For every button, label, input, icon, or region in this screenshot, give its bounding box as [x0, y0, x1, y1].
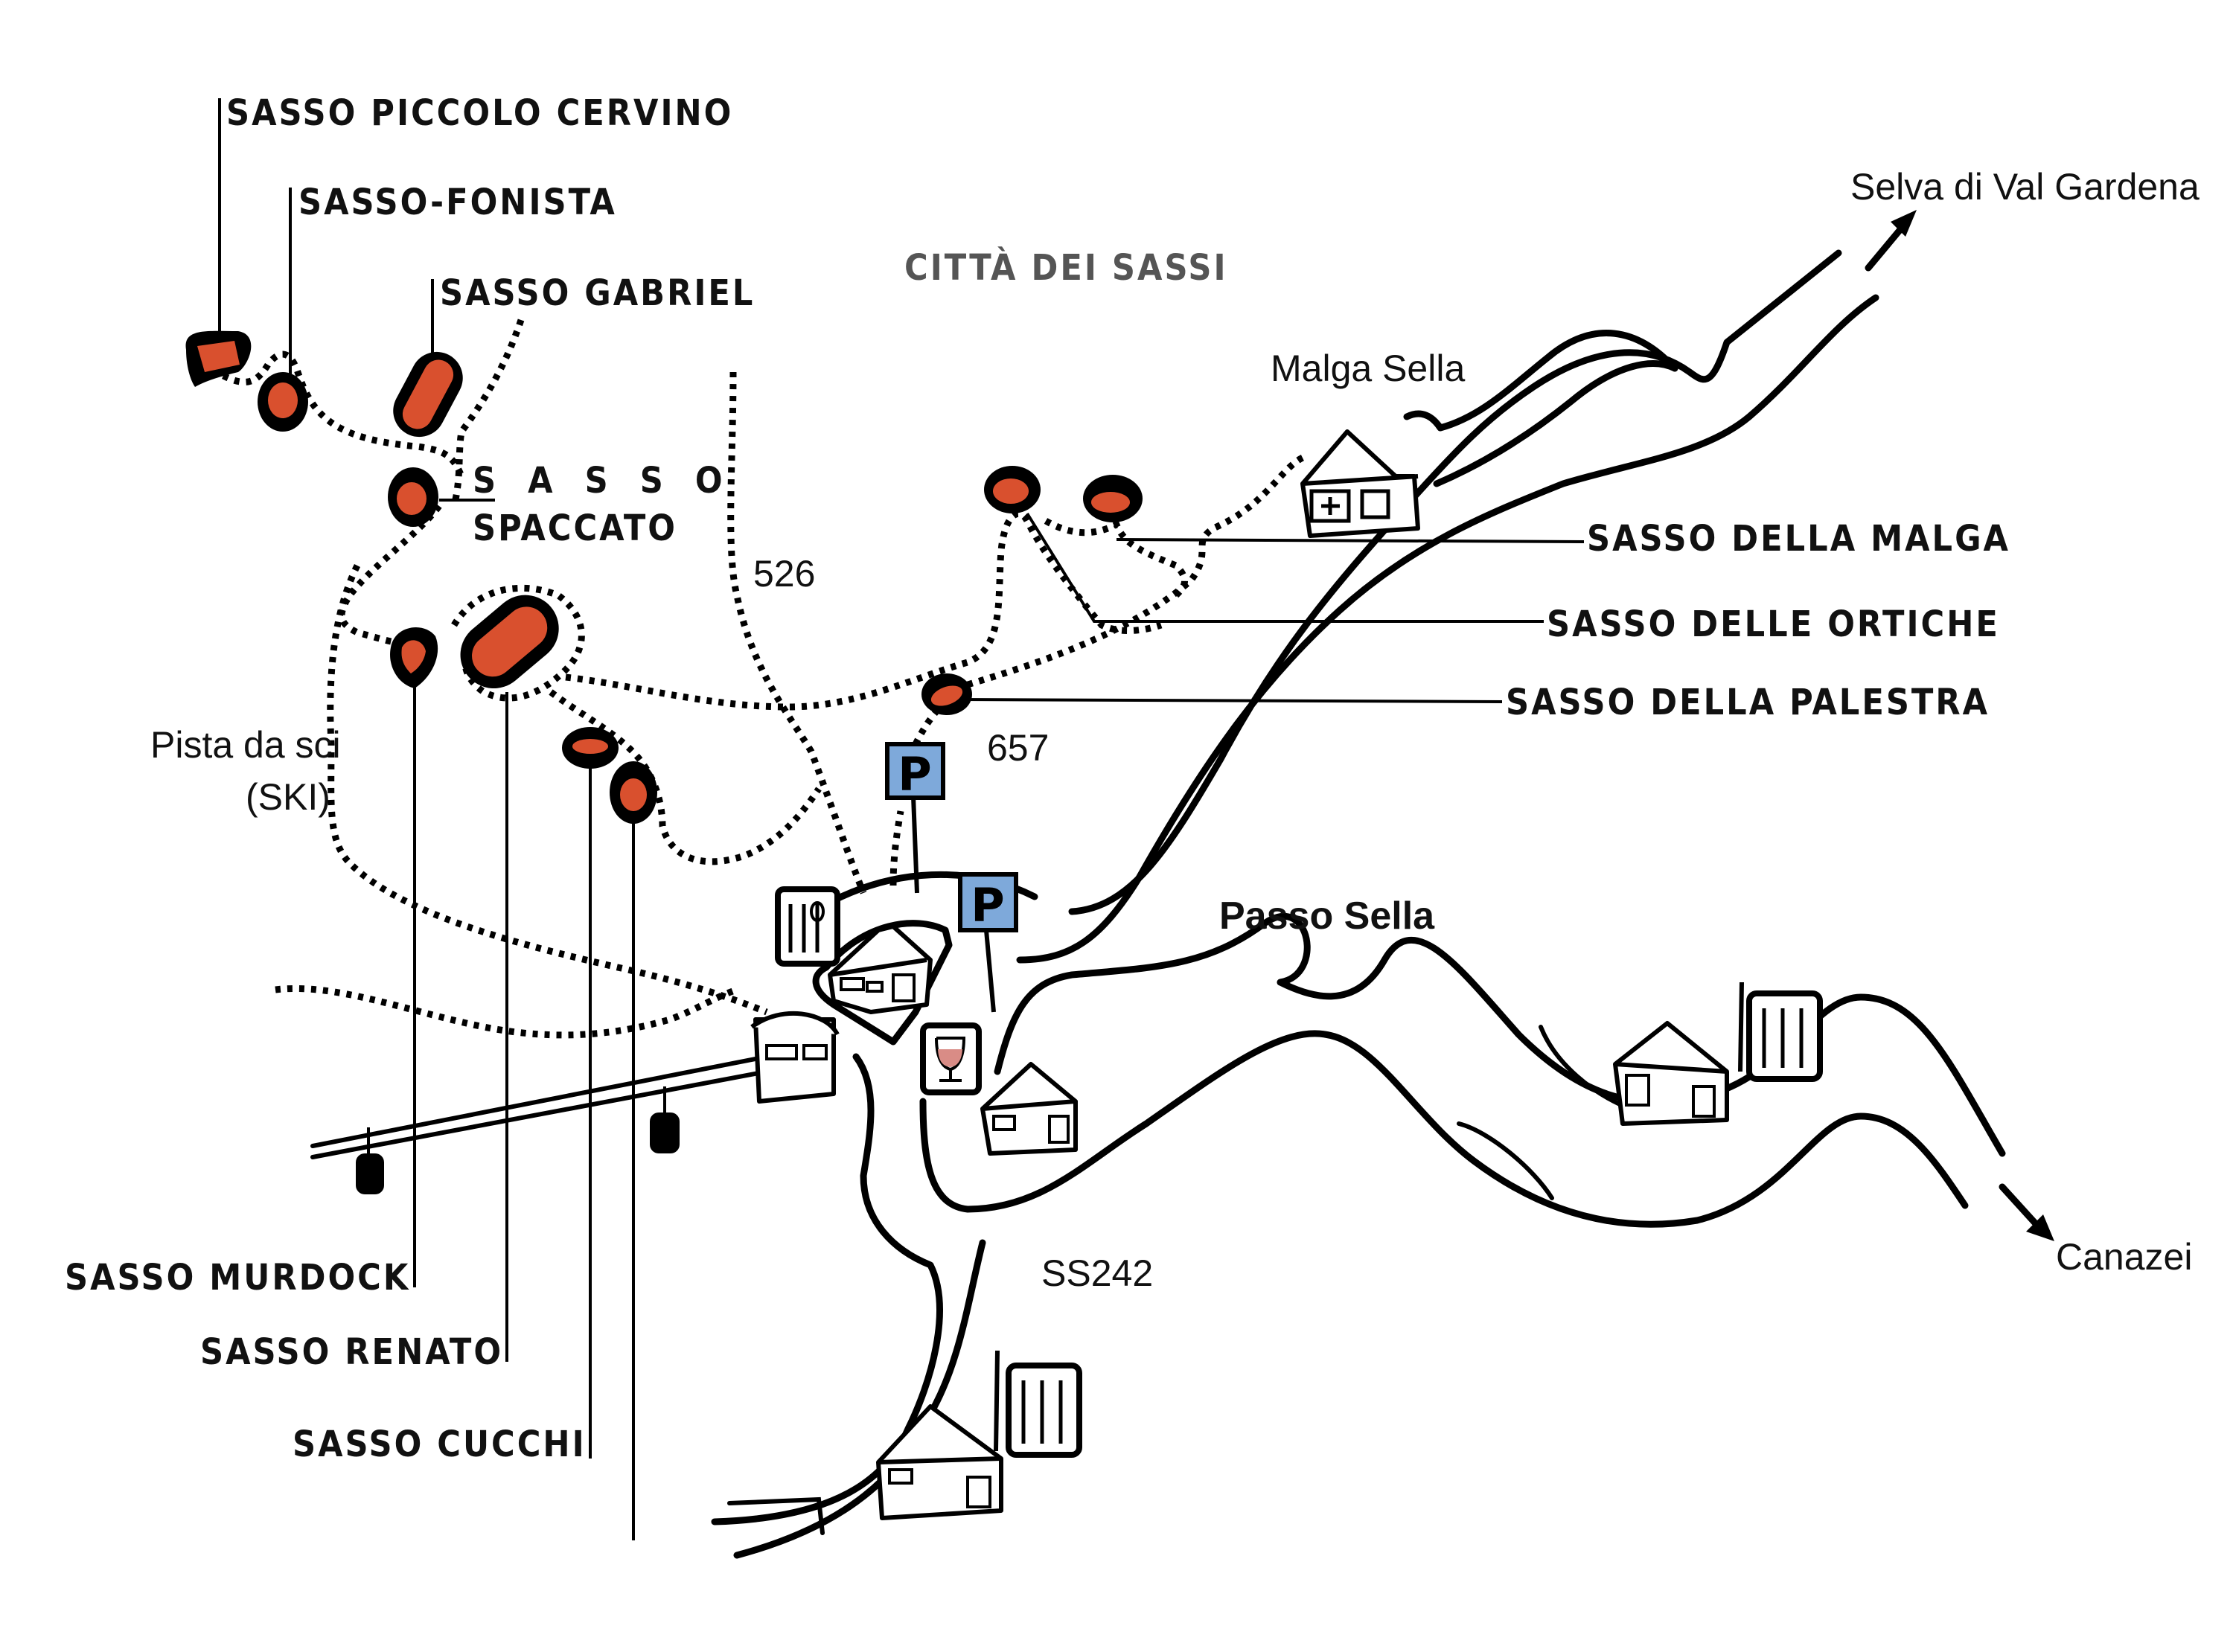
gondola-icon [650, 1086, 680, 1153]
road-selva-outer-right [1016, 294, 1879, 964]
road-selva-outer-left [1068, 249, 1842, 915]
rock-delle-ortiche-icon [984, 466, 1041, 513]
label-renato: SASSO RENATO [200, 1331, 503, 1373]
house-bottom-icon [876, 1404, 1003, 1520]
place-passo-sella: Passo Sella [1219, 894, 1435, 938]
road-network [711, 210, 2054, 1559]
road-canazei-lower [919, 1030, 1969, 1228]
buildings [828, 429, 1729, 1520]
place-malga-sella: Malga Sella [1271, 348, 1465, 389]
gondola-icon [356, 1127, 384, 1194]
road-malga-lower [1433, 360, 1678, 487]
leader-della-malga [1116, 538, 1585, 543]
house-canazei-icon [1613, 1021, 1729, 1126]
labels: SASSO PICCOLO CERVINO SASSO-FONISTA SASS… [65, 92, 2200, 1465]
rock-murdock-icon [390, 627, 438, 688]
trail-gabriel [450, 318, 525, 508]
trail-cervino-fonista [221, 350, 465, 478]
parking-label: P [898, 747, 931, 801]
trail-ski-loop [327, 563, 768, 1016]
map-title: CITTÀ DEI SASSI [904, 246, 1228, 289]
rock-lower-icon [610, 761, 657, 824]
road-shoulder-2 [1457, 1121, 1554, 1200]
trail-657-label: 657 [987, 727, 1049, 769]
road-pass-loop-inner [812, 920, 953, 1046]
road-shoulder-1 [1539, 1025, 1632, 1111]
rock-renato-icon [460, 595, 559, 688]
rock-spaccato-icon [388, 467, 438, 527]
leader-delle-ortiche [1026, 512, 1544, 623]
label-piccolo-cervino: SASSO PICCOLO CERVINO [226, 92, 733, 134]
place-selva: Selva di Val Gardena [1850, 166, 2200, 208]
cable-car [310, 1011, 840, 1194]
parking-sign-icon[interactable]: P [958, 872, 1018, 1013]
cable-station-icon [750, 1011, 840, 1104]
restaurant-sign-icon [775, 886, 840, 967]
trails [221, 318, 1305, 1039]
road-crossing [727, 1496, 825, 1535]
leader-della-palestra [959, 698, 1503, 703]
restaurant-sign-icon [994, 1350, 1082, 1458]
leader-lines [218, 98, 1585, 1540]
arrow-canazei-head [2026, 1214, 2054, 1241]
trail-malga-rocks [1044, 518, 1188, 598]
arrow-selva [1865, 220, 1909, 272]
trail-mid [565, 510, 1163, 711]
parking-label: P [971, 878, 1004, 932]
wine-bar-sign-icon [920, 1022, 982, 1095]
restaurant-sign-icon [1738, 982, 1823, 1082]
place-canazei: Canazei [2056, 1236, 2192, 1278]
label-cucchi: SASSO CUCCHI [293, 1424, 587, 1465]
label-gabriel: SASSO GABRIEL [440, 272, 755, 314]
arrow-selva-head [1891, 210, 1917, 237]
cable-line-2 [310, 1069, 769, 1159]
trail-to-p1 [889, 810, 904, 886]
rock-fonista-icon [258, 372, 308, 432]
label-spaccato-2: SPACCATO [473, 508, 677, 549]
house-icon [980, 1062, 1078, 1156]
signs: P P [775, 742, 1823, 1458]
rock-gabriel-icon [393, 351, 463, 438]
rock-cucchi-icon [562, 727, 619, 769]
trail-palestra-2 [966, 454, 1305, 688]
arrow-canazei [1999, 1183, 2043, 1232]
road-malga-upper [1403, 330, 1678, 432]
rock-piccolo-cervino-icon [185, 330, 252, 387]
rock-della-palestra-icon [921, 673, 972, 715]
road-ss242-left [711, 1053, 943, 1525]
malga-sella-hut-icon [1300, 429, 1420, 538]
label-spaccato-1: S A S S O [473, 460, 733, 502]
label-della-palestra: SASSO DELLA PALESTRA [1506, 682, 1990, 723]
parking-sign-icon[interactable]: P [885, 742, 945, 894]
trail-526-label: 526 [753, 553, 815, 595]
trail-spaccato-down [338, 504, 442, 647]
road-canazei-upper [994, 913, 2006, 1157]
rocks [185, 330, 1143, 824]
label-della-malga: SASSO DELLA MALGA [1587, 518, 2010, 560]
trail-cucchi [549, 689, 822, 865]
place-pista: Pista da sci [150, 724, 341, 766]
label-delle-ortiche: SASSO DELLE ORTICHE [1547, 604, 2000, 645]
rock-fill [197, 341, 240, 372]
trail-lower-dash [275, 985, 738, 1039]
place-ski: (SKI) [246, 776, 330, 818]
cable-line-1 [310, 1054, 769, 1148]
label-fonista: SASSO-FONISTA [298, 182, 617, 223]
pass-building-icon [828, 924, 933, 1014]
road-ss242-label: SS242 [1041, 1252, 1153, 1294]
rock-della-malga-icon [1083, 475, 1143, 522]
label-murdock: SASSO MURDOCK [65, 1257, 410, 1299]
